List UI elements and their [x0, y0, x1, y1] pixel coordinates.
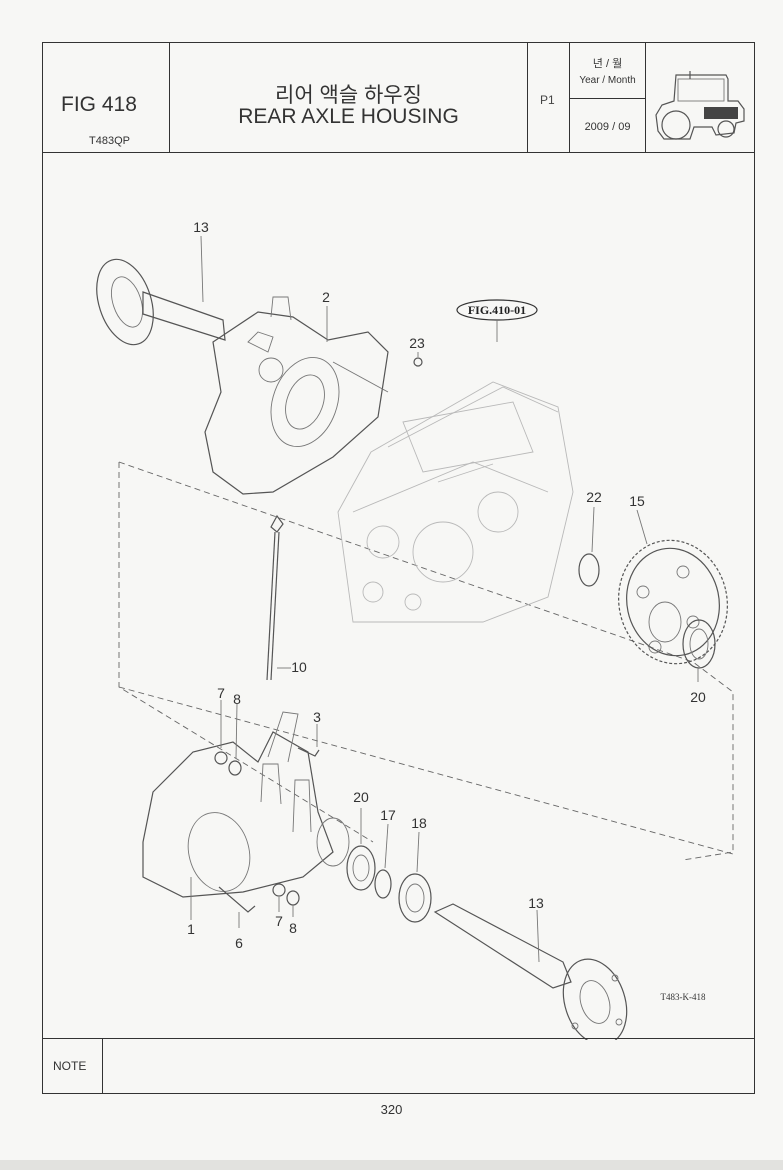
date-cell: 년 / 월 Year / Month 2009 / 09	[570, 43, 646, 152]
model-code: T483QP	[89, 135, 130, 147]
washer-7-lower	[272, 883, 286, 897]
washer-7-upper	[214, 751, 228, 765]
callout-7-lower: 7	[275, 913, 283, 929]
callout-1: 1	[187, 921, 195, 937]
fig-number: FIG 418	[61, 93, 137, 116]
rear-axle-upper	[96, 258, 226, 346]
logo-cell	[646, 43, 756, 152]
title-english: REAR AXLE HOUSING	[238, 105, 459, 128]
title-block: FIG 418 T483QP 리어 액슬 하우징 REAR AXLE HOUSI…	[43, 43, 754, 153]
nut-8-lower	[286, 890, 300, 906]
page-ref: P1	[540, 93, 555, 107]
date-label-korean: 년 / 월	[592, 58, 623, 70]
callout-10: 10	[291, 659, 307, 675]
bolt-3	[297, 747, 320, 757]
tractor-icon	[655, 71, 745, 140]
page-ref-cell: P1	[528, 43, 570, 152]
title-cell: 리어 액슬 하우징 REAR AXLE HOUSING	[170, 43, 528, 152]
callout-23: 23	[409, 335, 425, 351]
axle-housing-left	[142, 711, 350, 898]
callout-20-upper: 20	[690, 689, 706, 705]
date-label-english: Year / Month	[579, 75, 636, 86]
page-number: 320	[380, 1102, 403, 1117]
date-divider	[570, 98, 645, 99]
transmission-case-ghost	[337, 381, 574, 623]
callout-7-upper: 7	[217, 685, 225, 701]
bolt-6	[218, 886, 256, 913]
note-row: NOTE	[43, 1038, 754, 1093]
dipstick	[266, 514, 284, 681]
drawing-canvas: FIG.410-01 13 2 23	[96, 219, 734, 1046]
note-label-cell: NOTE	[43, 1039, 103, 1093]
callout-2: 2	[322, 289, 330, 305]
scan-edge	[0, 1160, 783, 1170]
date-value: 2009 / 09	[584, 121, 631, 133]
callout-17: 17	[380, 807, 396, 823]
bearing-20-lower	[346, 845, 376, 891]
seal-17	[374, 869, 392, 899]
seal-18	[398, 873, 432, 923]
figure-reference-label: FIG.410-01	[468, 303, 526, 317]
exploded-view-drawing: FIG.410-01 13 2 23	[43, 152, 754, 1046]
callout-8-lower: 8	[289, 920, 297, 936]
callout-3: 3	[313, 709, 321, 725]
assembly-dashed-line-left	[118, 462, 374, 843]
assembly-dashed-line-bottom	[118, 686, 734, 855]
callout-6: 6	[235, 935, 243, 951]
callout-13-upper: 13	[193, 219, 209, 235]
gear-15	[618, 539, 728, 665]
callout-13-lower: 13	[528, 895, 544, 911]
title-korean: 리어 액슬 하우징	[275, 84, 422, 107]
callout-15: 15	[629, 493, 645, 509]
callout-18: 18	[411, 815, 427, 831]
assembly-dashed-line-right	[118, 461, 734, 861]
callout-22: 22	[586, 489, 602, 505]
bearing-20-upper	[682, 619, 716, 669]
rear-axle-lower	[433, 903, 628, 1046]
note-label: NOTE	[53, 1059, 87, 1073]
fig-cell: FIG 418 T483QP	[43, 43, 170, 152]
callout-20-lower: 20	[353, 789, 369, 805]
nut-8-upper	[228, 760, 242, 776]
drawing-number: T483-K-418	[661, 992, 706, 1002]
axle-housing-right	[204, 296, 423, 495]
callout-8-upper: 8	[233, 691, 241, 707]
bearing-22	[578, 553, 600, 587]
parts-sheet: FIG 418 T483QP 리어 액슬 하우징 REAR AXLE HOUSI…	[42, 42, 755, 1094]
figure-reference: FIG.410-01	[456, 299, 538, 342]
